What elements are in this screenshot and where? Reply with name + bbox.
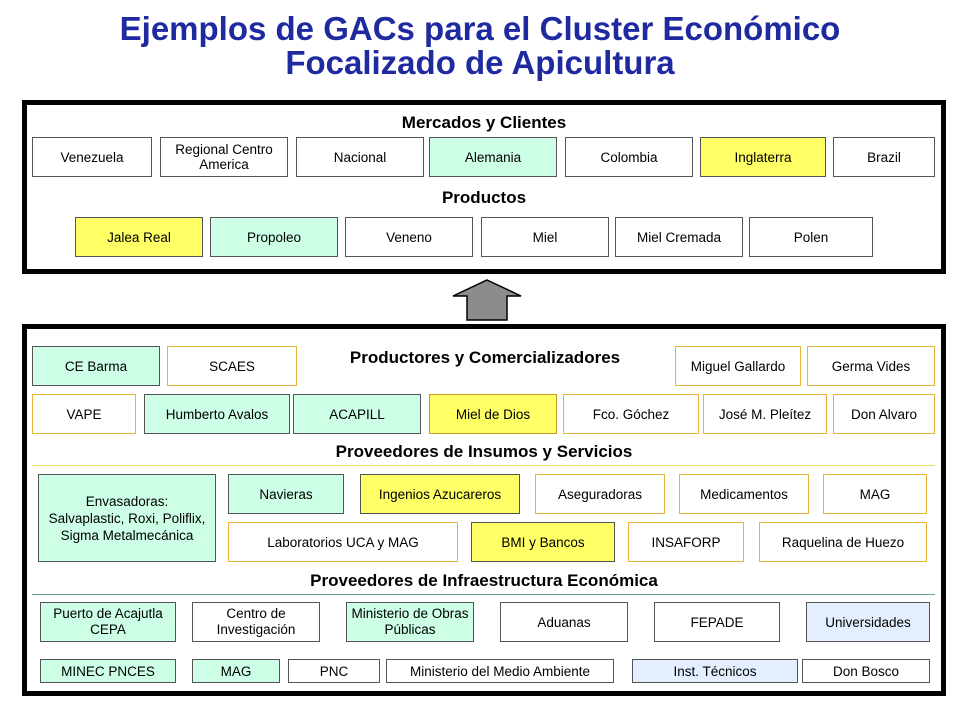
market-box: Brazil bbox=[833, 137, 935, 177]
products-heading: Productos bbox=[441, 188, 527, 207]
infrastructure-box: Don Bosco bbox=[802, 659, 930, 683]
product-box: Veneno bbox=[345, 217, 473, 257]
product-box: Miel bbox=[481, 217, 609, 257]
markets-heading: Mercados y Clientes bbox=[401, 113, 567, 132]
infrastructure-box: Centro de Investigación bbox=[192, 602, 320, 642]
infrastructure-heading: Proveedores de Infraestructura Económica bbox=[310, 571, 658, 590]
market-box: Inglaterra bbox=[700, 137, 826, 177]
supplier-box: Navieras bbox=[228, 474, 344, 514]
supplier-box: Medicamentos bbox=[679, 474, 809, 514]
infrastructure-box: Aduanas bbox=[500, 602, 628, 642]
market-box: Nacional bbox=[296, 137, 424, 177]
producer-box: José M. Pleítez bbox=[703, 394, 827, 434]
product-box: Miel Cremada bbox=[615, 217, 743, 257]
market-box: Venezuela bbox=[32, 137, 152, 177]
product-box: Jalea Real bbox=[75, 217, 203, 257]
supplier-box: MAG bbox=[823, 474, 927, 514]
infrastructure-box: Universidades bbox=[806, 602, 930, 642]
supplier-box: Ingenios Azucareros bbox=[360, 474, 520, 514]
infrastructure-box: MINEC PNCES bbox=[40, 659, 176, 683]
market-box: Regional Centro America bbox=[160, 137, 288, 177]
product-box: Polen bbox=[749, 217, 873, 257]
supplier-box: INSAFORP bbox=[628, 522, 744, 562]
producer-box: ACAPILL bbox=[293, 394, 421, 434]
supplier-box: Aseguradoras bbox=[535, 474, 665, 514]
infrastructure-box: MAG bbox=[192, 659, 280, 683]
producer-box: Humberto Avalos bbox=[144, 394, 290, 434]
infrastructure-box: FEPADE bbox=[654, 602, 780, 642]
suppliers-separator bbox=[32, 465, 935, 466]
page-title: Ejemplos de GACs para el Cluster Económi… bbox=[0, 12, 960, 80]
producer-box: Don Alvaro bbox=[833, 394, 935, 434]
producer-box: VAPE bbox=[32, 394, 136, 434]
supplier-box: BMI y Bancos bbox=[471, 522, 615, 562]
infrastructure-box: Ministerio del Medio Ambiente bbox=[386, 659, 614, 683]
market-box: Alemania bbox=[429, 137, 557, 177]
market-box: Colombia bbox=[565, 137, 693, 177]
title-line-1: Ejemplos de GACs para el Cluster Económi… bbox=[119, 10, 841, 47]
infrastructure-box: Ministerio de Obras Públicas bbox=[346, 602, 474, 642]
infrastructure-box: Inst. Técnicos bbox=[632, 659, 798, 683]
producer-box: Germa Vides bbox=[807, 346, 935, 386]
producers-heading: Productores y Comercializadores bbox=[349, 348, 621, 367]
producer-box: Miguel Gallardo bbox=[675, 346, 801, 386]
infrastructure-box: PNC bbox=[288, 659, 380, 683]
product-box: Propoleo bbox=[210, 217, 338, 257]
producer-box: Miel de Dios bbox=[429, 394, 557, 434]
producer-box: SCAES bbox=[167, 346, 297, 386]
suppliers-heading: Proveedores de Insumos y Servicios bbox=[335, 442, 633, 461]
supplier-box: Raquelina de Huezo bbox=[759, 522, 927, 562]
supplier-box: Laboratorios UCA y MAG bbox=[228, 522, 458, 562]
up-arrow-icon bbox=[452, 279, 522, 321]
infrastructure-separator bbox=[32, 594, 935, 595]
producer-box: CE Barma bbox=[32, 346, 160, 386]
producer-box: Fco. Góchez bbox=[563, 394, 699, 434]
supplier-box-envasadoras: Envasadoras: Salvaplastic, Roxi, Polifli… bbox=[38, 474, 216, 562]
title-line-2: Focalizado de Apicultura bbox=[285, 44, 675, 81]
infrastructure-box: Puerto de Acajutla CEPA bbox=[40, 602, 176, 642]
